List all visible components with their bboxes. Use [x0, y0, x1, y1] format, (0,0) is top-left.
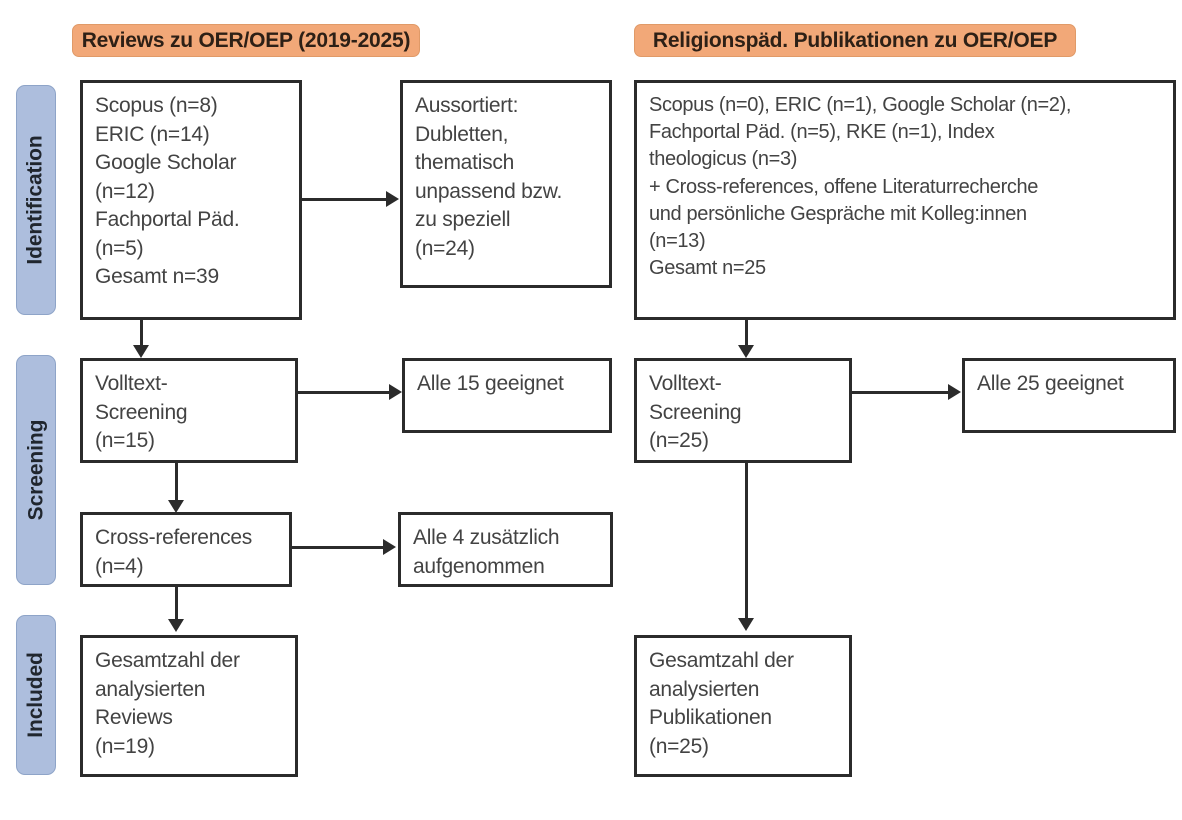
column-header-reviews-label: Reviews zu OER/OEP (2019-2025) — [81, 28, 411, 52]
arrowhead-left-crossrefs-to-result — [383, 539, 396, 555]
left-crossrefs-result-box: Alle 4 zusätzlich aufgenommen — [398, 512, 613, 587]
arrowhead-left-screening-to-result — [389, 384, 402, 400]
stage-pill-screening: Screening — [16, 355, 56, 585]
connector-left-identification-to-excluded — [302, 198, 387, 201]
arrowhead-right-identification-to-screening — [738, 345, 754, 358]
stage-pill-included: Included — [16, 615, 56, 775]
column-header-publikationen: Religionspäd. Publikationen zu OER/OEP — [634, 24, 1076, 57]
left-included-box: Gesamtzahl der analysierten Reviews (n=1… — [80, 635, 298, 777]
left-identification-box: Scopus (n=8) ERIC (n=14) Google Scholar … — [80, 80, 302, 320]
connector-right-screening-to-result — [852, 391, 950, 394]
connector-left-crossrefs-to-included — [175, 587, 178, 622]
stage-label-included: Included — [24, 652, 48, 738]
stage-label-identification: Identification — [24, 135, 47, 265]
connector-right-screening-to-included — [745, 463, 748, 621]
arrowhead-right-screening-to-result — [948, 384, 961, 400]
left-excluded-box: Aussortiert: Dubletten, thematisch unpas… — [400, 80, 612, 288]
connector-left-screening-to-result — [298, 391, 391, 394]
stage-label-screening: Screening — [24, 419, 48, 521]
connector-left-identification-to-screening — [140, 320, 143, 348]
left-screening-box: Volltext- Screening (n=15) — [80, 358, 298, 463]
right-screening-result-box: Alle 25 geeignet — [962, 358, 1176, 433]
stage-pill-identification: Identification — [16, 85, 56, 315]
right-included-box: Gesamtzahl der analysierten Publikatione… — [634, 635, 852, 777]
right-identification-box: Scopus (n=0), ERIC (n=1), Google Scholar… — [634, 80, 1176, 320]
column-header-reviews: Reviews zu OER/OEP (2019-2025) — [72, 24, 420, 57]
column-header-publikationen-label: Religionspäd. Publikationen zu OER/OEP — [652, 28, 1058, 52]
arrowhead-right-screening-to-included — [738, 618, 754, 631]
arrowhead-left-crossrefs-to-included — [168, 619, 184, 632]
right-screening-box: Volltext- Screening (n=25) — [634, 358, 852, 463]
connector-left-screening-to-crossrefs — [175, 463, 178, 503]
arrowhead-left-identification-to-screening — [133, 345, 149, 358]
left-crossrefs-box: Cross-references (n=4) — [80, 512, 292, 587]
arrowhead-left-screening-to-crossrefs — [168, 500, 184, 513]
left-screening-result-box: Alle 15 geeignet — [402, 358, 612, 433]
arrowhead-left-identification-to-excluded — [386, 191, 399, 207]
connector-right-identification-to-screening — [745, 320, 748, 348]
connector-left-crossrefs-to-result — [292, 546, 384, 549]
